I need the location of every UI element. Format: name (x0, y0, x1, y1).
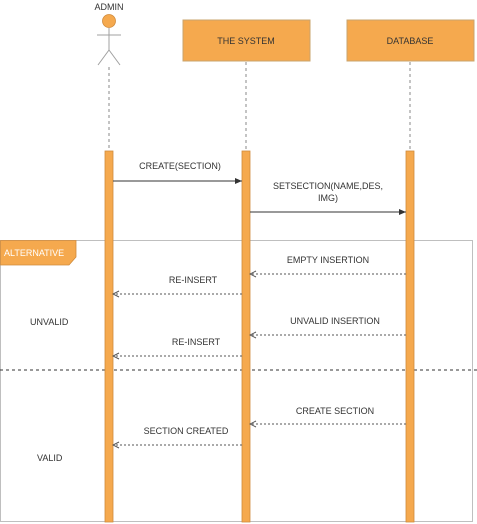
return-reinsert-2[interactable]: RE-INSERT (113, 337, 242, 356)
return-empty-insertion[interactable]: EMPTY INSERTION (250, 255, 406, 274)
message-label-line1: SETSECTION(NAME,DES, (273, 181, 383, 191)
fragment-label: ALTERNATIVE (4, 248, 64, 258)
admin-label: ADMIN (95, 2, 124, 12)
guard-valid: VALID (37, 453, 63, 463)
actor-body-icon (97, 28, 121, 66)
actor-head-icon (102, 14, 116, 28)
database-activation (405, 150, 415, 523)
database-label: DATABASE (387, 36, 434, 46)
message-label: RE-INSERT (172, 337, 221, 347)
message-label: CREATE SECTION (296, 406, 374, 416)
message-label: UNVALID INSERTION (290, 316, 380, 326)
guard-unvalid: UNVALID (30, 317, 69, 327)
message-label: EMPTY INSERTION (287, 255, 369, 265)
system-participant[interactable]: THE SYSTEM (182, 19, 311, 62)
message-label-line2: IMG) (318, 193, 338, 203)
alternative-fragment: ALTERNATIVE UNVALID VALID (0, 240, 477, 522)
admin-activation (104, 150, 114, 523)
message-label: RE-INSERT (169, 275, 218, 285)
return-reinsert-1[interactable]: RE-INSERT (113, 275, 242, 294)
system-activation (241, 150, 251, 523)
admin-actor[interactable]: ADMIN (95, 2, 124, 66)
message-label: CREATE(SECTION) (139, 161, 221, 171)
system-label: THE SYSTEM (217, 36, 275, 46)
return-create-section[interactable]: CREATE SECTION (250, 406, 406, 424)
return-unvalid-insertion[interactable]: UNVALID INSERTION (250, 316, 406, 335)
message-setsection[interactable]: SETSECTION(NAME,DES, IMG) (250, 181, 406, 215)
return-section-created[interactable]: SECTION CREATED (113, 426, 242, 445)
fragment-tab (0, 240, 77, 266)
message-create-section[interactable]: CREATE(SECTION) (113, 161, 242, 184)
message-label: SECTION CREATED (144, 426, 229, 436)
database-participant[interactable]: DATABASE (346, 19, 475, 62)
